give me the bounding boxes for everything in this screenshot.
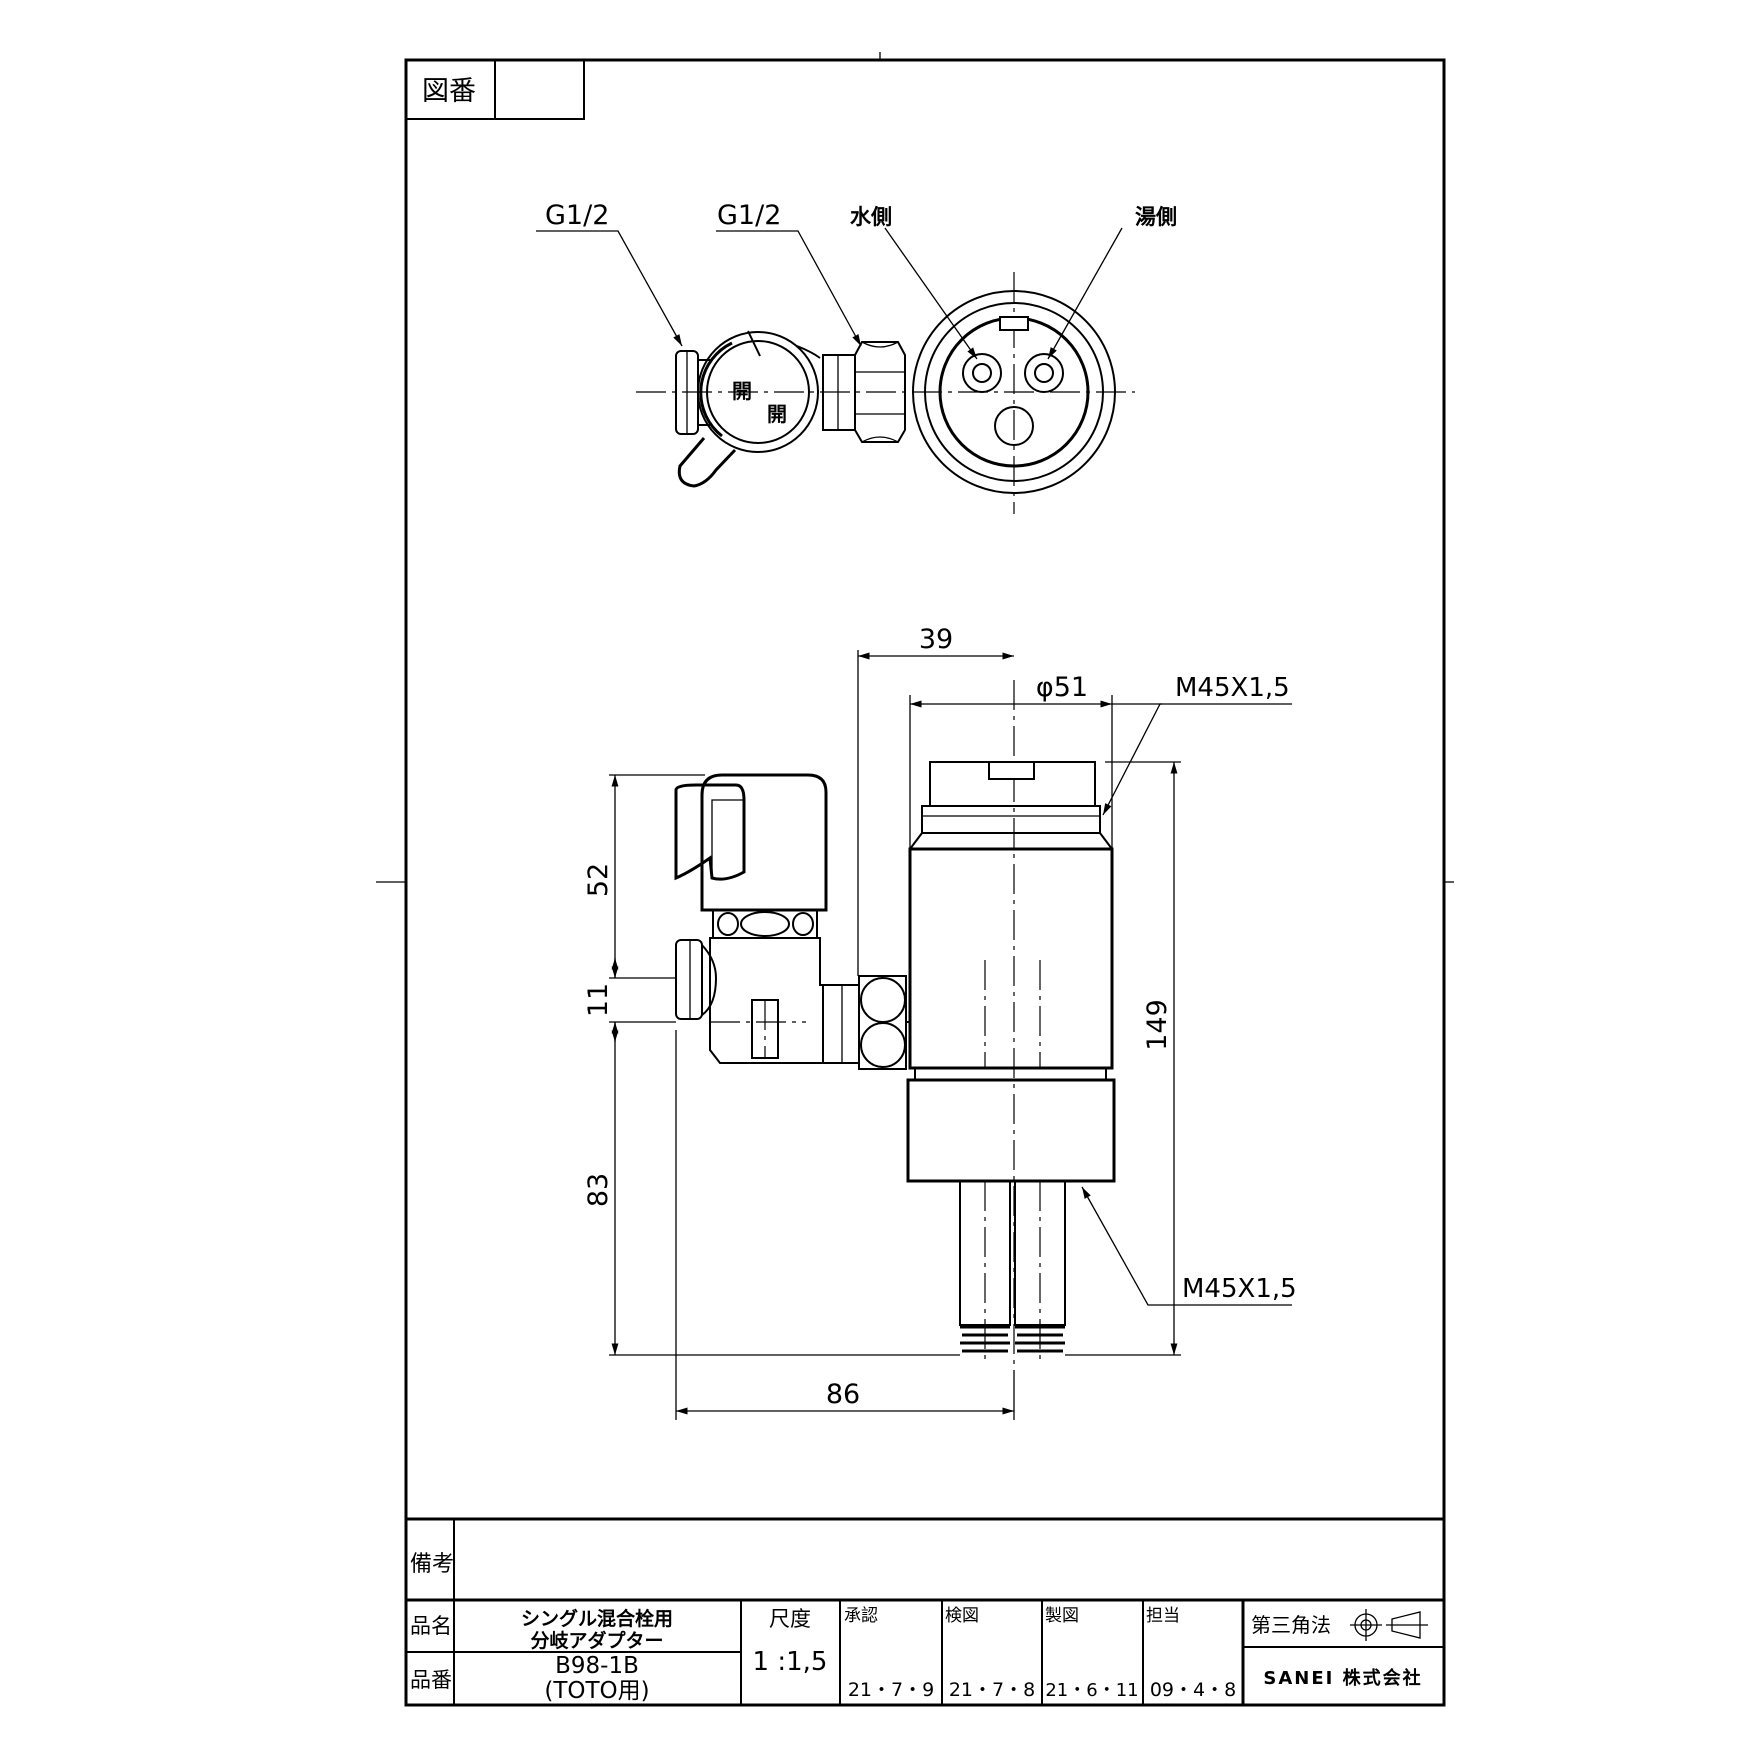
number-line2: (TOTO用) bbox=[544, 1678, 649, 1704]
charge-date: 09・4・8 bbox=[1150, 1679, 1236, 1701]
dim-83: 83 bbox=[583, 1173, 614, 1207]
top-view: 開 開 G1/2 G1/2 水側 湯側 bbox=[536, 200, 1177, 514]
valve-open-mark-b: 開 bbox=[767, 402, 787, 426]
hose-threads-icon bbox=[960, 1325, 1065, 1353]
name-label: 品名 bbox=[410, 1614, 452, 1638]
approval-label: 承認 bbox=[844, 1606, 878, 1626]
dim-149: 149 bbox=[1142, 999, 1173, 1051]
drafting-label: 製図 bbox=[1045, 1606, 1079, 1626]
dim-52: 52 bbox=[583, 863, 614, 897]
number-line1: B98-1B bbox=[555, 1653, 639, 1679]
drafting-date: 21・6・11 bbox=[1045, 1680, 1138, 1701]
title-block: 備考 品名 シングル混合栓用 分岐アダプター 品番 B98-1B (TOTO用)… bbox=[406, 1517, 1444, 1705]
name-line2: 分岐アダプター bbox=[530, 1629, 663, 1652]
approval-date: 21・7・9 bbox=[848, 1679, 934, 1701]
label-g-left: G1/2 bbox=[545, 200, 609, 231]
check-label: 検図 bbox=[945, 1606, 979, 1626]
number-label: 品番 bbox=[410, 1668, 452, 1692]
dim-39: 39 bbox=[919, 624, 953, 655]
label-water-side: 水側 bbox=[850, 205, 892, 229]
dim-m45-top: M45X1,5 bbox=[1175, 673, 1290, 703]
front-view: 39 φ51 M45X1,5 M45X1,5 86 52 11 83 149 bbox=[583, 624, 1297, 1420]
name-line1: シングル混合栓用 bbox=[521, 1607, 673, 1630]
label-hot-side: 湯側 bbox=[1135, 205, 1177, 229]
scale-value: 1 :1,5 bbox=[753, 1647, 828, 1677]
check-date: 21・7・8 bbox=[949, 1679, 1035, 1701]
valve-open-mark-a: 開 bbox=[732, 379, 752, 403]
company-name: SANEI 株式会社 bbox=[1263, 1667, 1422, 1689]
projection-symbol-icon bbox=[1350, 1609, 1428, 1641]
drawing-number-label: 図番 bbox=[422, 76, 476, 107]
dim-m45-bottom: M45X1,5 bbox=[1182, 1274, 1297, 1304]
drawing-number-box: 図番 bbox=[405, 59, 585, 120]
scale-label: 尺度 bbox=[769, 1607, 811, 1631]
sheet-frame bbox=[376, 52, 1454, 1707]
remarks-label: 備考 bbox=[410, 1552, 454, 1577]
charge-label: 担当 bbox=[1146, 1606, 1180, 1626]
label-g-right: G1/2 bbox=[717, 200, 781, 231]
dim-11: 11 bbox=[583, 983, 614, 1017]
dim-51: φ51 bbox=[1036, 672, 1088, 703]
dim-86: 86 bbox=[826, 1379, 860, 1410]
projection-label: 第三角法 bbox=[1251, 1613, 1331, 1637]
